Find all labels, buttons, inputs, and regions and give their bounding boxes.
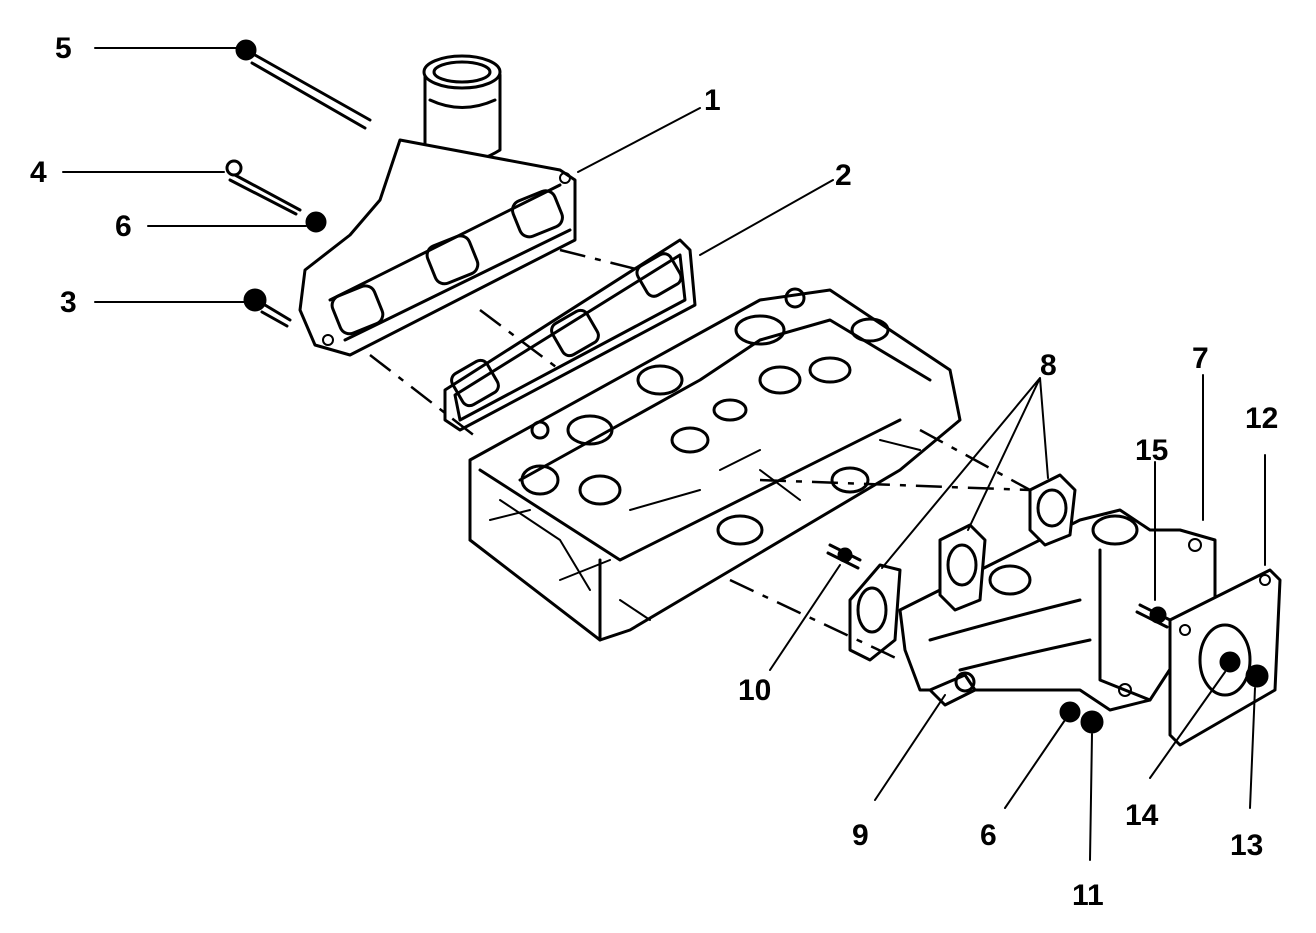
callout-12: 12 — [1245, 402, 1278, 435]
callout-8: 8 — [1040, 349, 1057, 382]
fasteners — [225, 39, 1269, 734]
callout-2: 2 — [835, 159, 852, 192]
callout-1: 1 — [704, 84, 721, 117]
leader-lines — [62, 47, 1266, 861]
callout-6-upper: 6 — [115, 210, 132, 243]
callout-11: 11 — [1072, 879, 1104, 912]
callout-15: 15 — [1135, 434, 1168, 467]
callout-7: 7 — [1192, 342, 1209, 375]
callout-4: 4 — [30, 156, 47, 189]
callout-labels: 1 2 3 4 5 6 6 7 8 9 10 11 12 13 14 15 — [30, 32, 1278, 912]
callout-3: 3 — [60, 286, 77, 319]
callout-6-lower: 6 — [980, 819, 997, 852]
callout-9: 9 — [852, 819, 869, 852]
callout-14: 14 — [1125, 799, 1159, 832]
callout-10: 10 — [738, 674, 771, 707]
intake-manifold — [298, 54, 577, 357]
manifold-gasket — [443, 238, 697, 432]
exhaust-port-gaskets — [848, 473, 1077, 662]
callout-5: 5 — [55, 32, 72, 65]
cylinder-head — [468, 287, 962, 642]
alignment-centerlines — [369, 248, 1031, 662]
callout-13: 13 — [1230, 829, 1263, 862]
